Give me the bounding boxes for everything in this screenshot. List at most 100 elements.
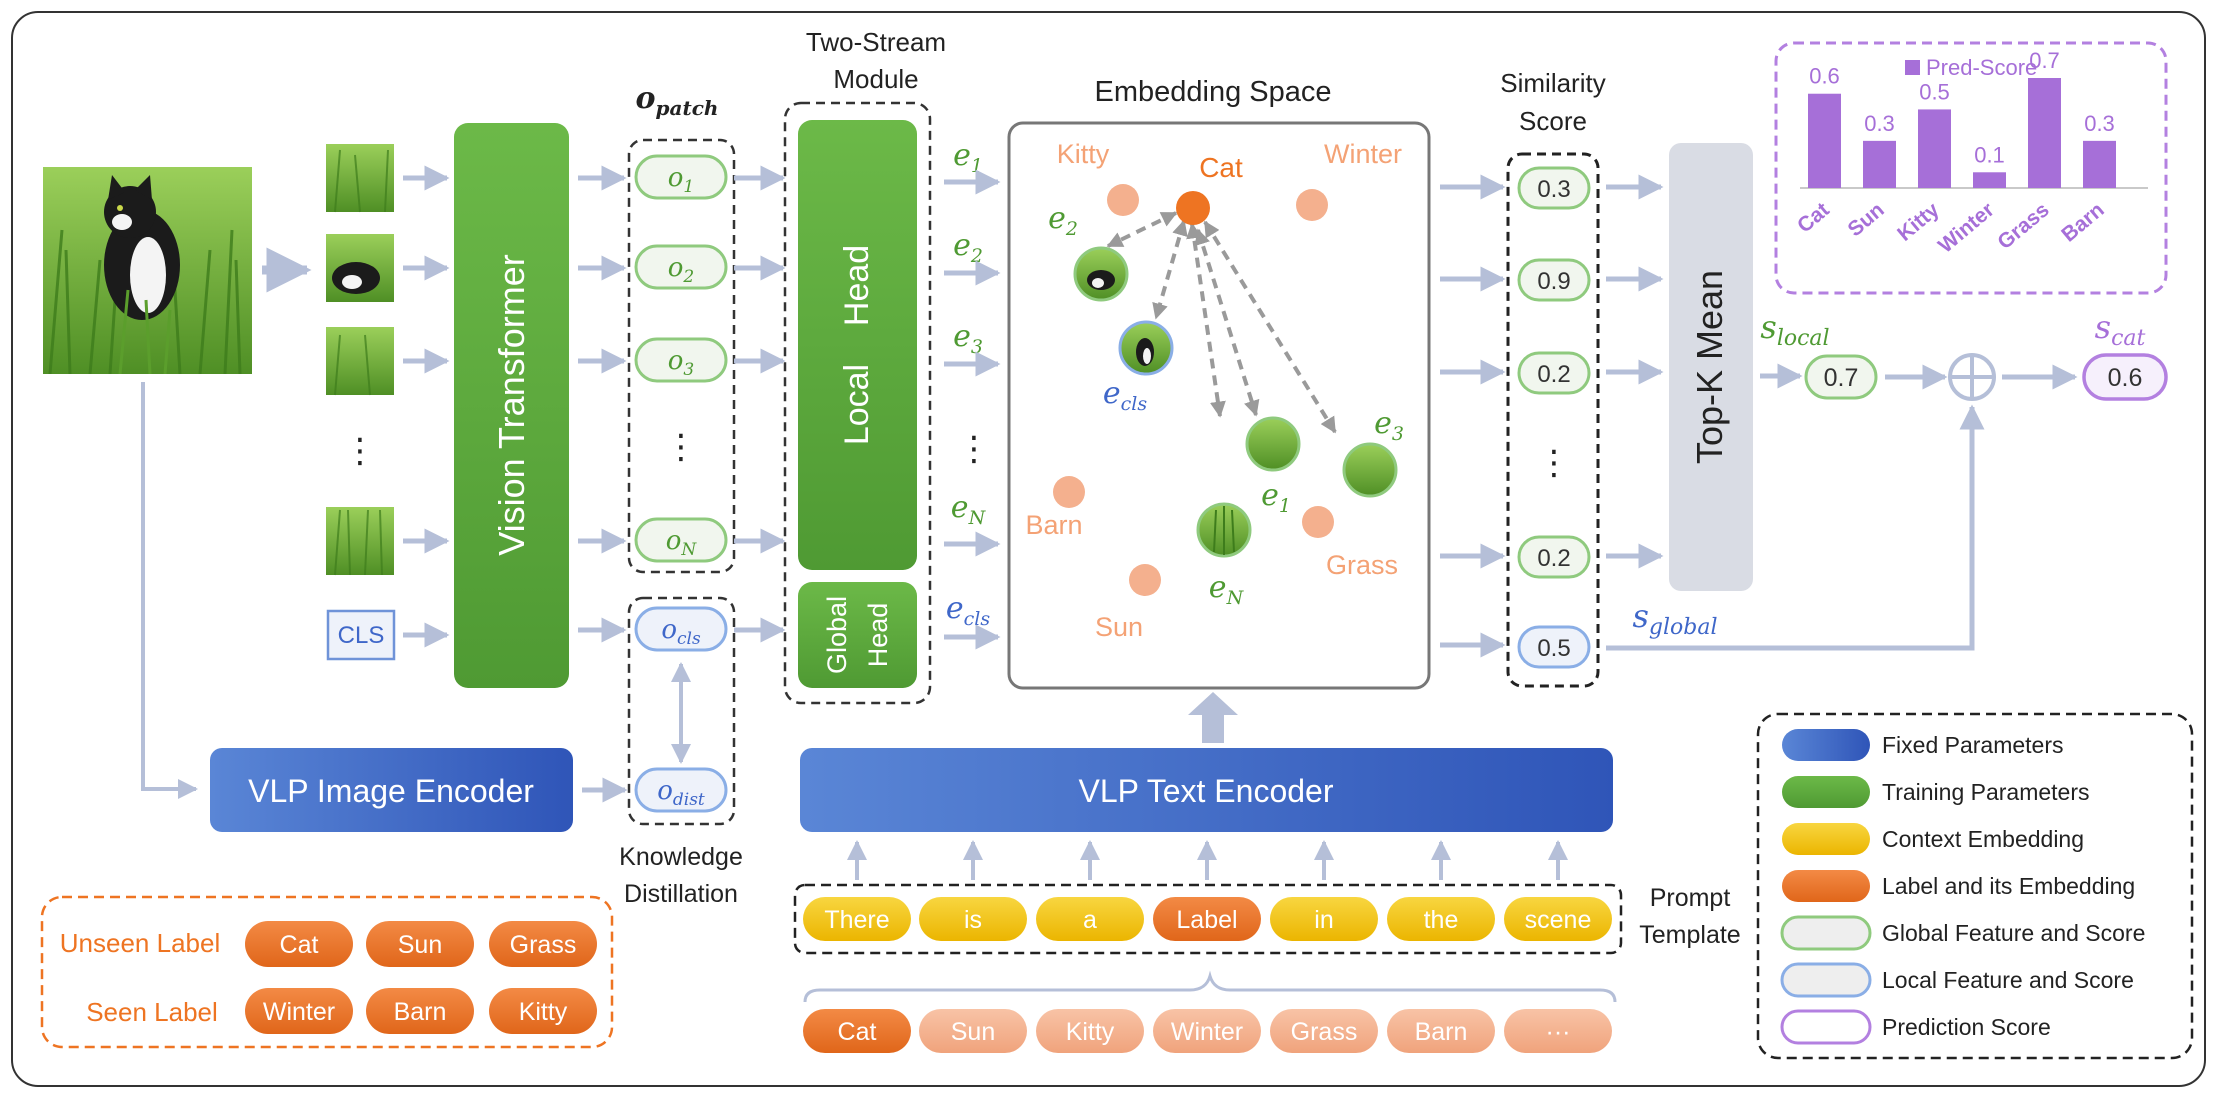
pred-score-legend-label: Pred-Score [1926,55,2037,80]
svg-text:Fixed Parameters: Fixed Parameters [1882,732,2064,758]
text-to-embedding-arrow [1188,692,1238,743]
prompt-token-is: is [919,897,1027,941]
unseen-label-cat: Cat [245,921,353,967]
cat-label: Cat [1199,152,1243,183]
barn-label: Barn [1025,510,1082,540]
emb-label-en: eN [1209,570,1245,609]
svg-text:Context Embedding: Context Embedding [1882,826,2084,852]
global-head-label-2: Head [863,603,893,668]
svg-text:Prediction Score: Prediction Score [1882,1014,2051,1040]
legend-item-prediction-score: Prediction Score [1780,1009,2051,1045]
vlp-text-encoder-label: VLP Text Encoder [1079,773,1334,809]
category-label: Winter [1934,198,1999,258]
svg-text:0.9: 0.9 [1537,268,1570,295]
grass-label: Grass [1326,550,1398,580]
top-k-mean-label: Top-K Mean [1689,270,1730,464]
svg-text:0.2: 0.2 [1537,545,1570,572]
knowledge-distillation-label: Knowledge [619,843,743,871]
svg-text:o3: o3 [668,346,694,380]
svg-text:the: the [1424,906,1459,934]
two-stream-title-2: Module [833,64,918,94]
category-label: Sun [1844,198,1889,241]
o-token-3: o3 [634,337,728,383]
svg-text:Global Feature and Score: Global Feature and Score [1882,920,2145,946]
similarity-title-2: Score [1519,106,1587,136]
category-token-sun: Sun [919,1009,1027,1053]
patch-embedding-ecls [1118,320,1174,376]
e-label-n: eN [951,490,987,529]
svg-text:Barn: Barn [394,998,447,1026]
svg-text:a: a [1083,906,1097,934]
bar-value-label: 0.3 [1864,111,1895,136]
svg-text:0.2: 0.2 [1537,361,1570,388]
svg-text:Winter: Winter [263,998,335,1026]
o-token-ellipsis: ⋮ [664,428,698,466]
similarity-score-2: 0.9 [1517,258,1591,302]
svg-text:Label and its Embedding: Label and its Embedding [1882,873,2135,899]
label-set-frame [40,895,614,1049]
category-label: Grass [1993,198,2053,254]
svg-text:0.3: 0.3 [1537,176,1570,203]
legend-item-training-parameters: Training Parameters [1782,776,2090,808]
s-global-label: sglobal [1632,597,1717,640]
prompt-token-label: Label [1153,897,1261,941]
emb-label-e1: e1 [1261,478,1291,517]
e-label-cls: ecls [946,591,990,630]
similarity-score-1: 0.3 [1517,166,1591,210]
bar-grass [2028,78,2061,188]
svg-text:Cat: Cat [280,931,319,959]
legend-item-local-feature-and-score: Local Feature and Score [1780,962,2134,998]
global-head: Global Head [798,582,917,688]
bar-value-label: 0.1 [1974,142,2005,167]
similarity-group [1506,152,1600,688]
svg-text:in: in [1314,906,1333,934]
similarity-score-n: 0.2 [1517,535,1591,579]
cat-dot [1176,191,1210,225]
legend-item-global-feature-and-score: Global Feature and Score [1780,915,2145,951]
legend-item-label-and-its-embedding: Label and its Embedding [1782,870,2135,902]
prompt-template-group [793,883,1623,955]
svg-text:Sun: Sun [951,1018,995,1046]
legend-frame [1756,712,2194,1060]
category-token-more: ··· [1504,1009,1612,1053]
seen-label-title: Seen Label [86,997,218,1027]
bar-winter [1973,172,2006,188]
s-local-score: 0.7 [1804,354,1878,400]
e-ellipsis: ⋮ [957,430,991,468]
vlp-text-encoder: VLP Text Encoder [800,748,1613,832]
svg-text:Kitty: Kitty [519,998,568,1026]
patch-embedding-e2 [1073,246,1129,302]
svg-text:Grass: Grass [510,931,577,959]
svg-text:0.7: 0.7 [1824,364,1859,392]
kitty-label: Kitty [1057,139,1110,169]
pred-score-chart-frame [1774,41,2168,295]
patch-ellipsis: ⋮ [343,432,377,470]
patch-2 [326,234,394,302]
s-cat-score: 0.6 [2082,353,2168,401]
svg-text:Label: Label [1176,906,1237,934]
legend-item-fixed-parameters: Fixed Parameters [1782,729,2064,761]
similarity-score-cls: 0.5 [1517,625,1591,669]
svg-text:Barn: Barn [1415,1018,1468,1046]
emb-label-e3: e3 [1374,406,1404,445]
category-token-kitty: Kitty [1036,1009,1144,1053]
bar-value-label: 0.7 [2029,48,2060,73]
o-token-n: oN [634,517,728,563]
knowledge-distillation-label-2: Distillation [624,880,738,908]
o-token-cls: ocls [634,606,728,652]
svg-text:odist: odist [657,776,705,810]
prompt-token-there: There [803,897,911,941]
category-token-cat: Cat [803,1009,911,1053]
o-patch-label: opatch [636,81,719,120]
svg-text:Training Parameters: Training Parameters [1882,779,2090,805]
svg-text:Sun: Sun [398,931,442,959]
two-stream-title: Two-Stream [806,27,946,57]
two-stream-module [783,101,932,705]
svg-text:ocls: ocls [661,615,701,649]
svg-text:Grass: Grass [1291,1018,1358,1046]
prompt-template-label-2: Template [1639,921,1740,949]
unseen-label-grass: Grass [489,921,597,967]
outer-frame [11,11,2206,1087]
